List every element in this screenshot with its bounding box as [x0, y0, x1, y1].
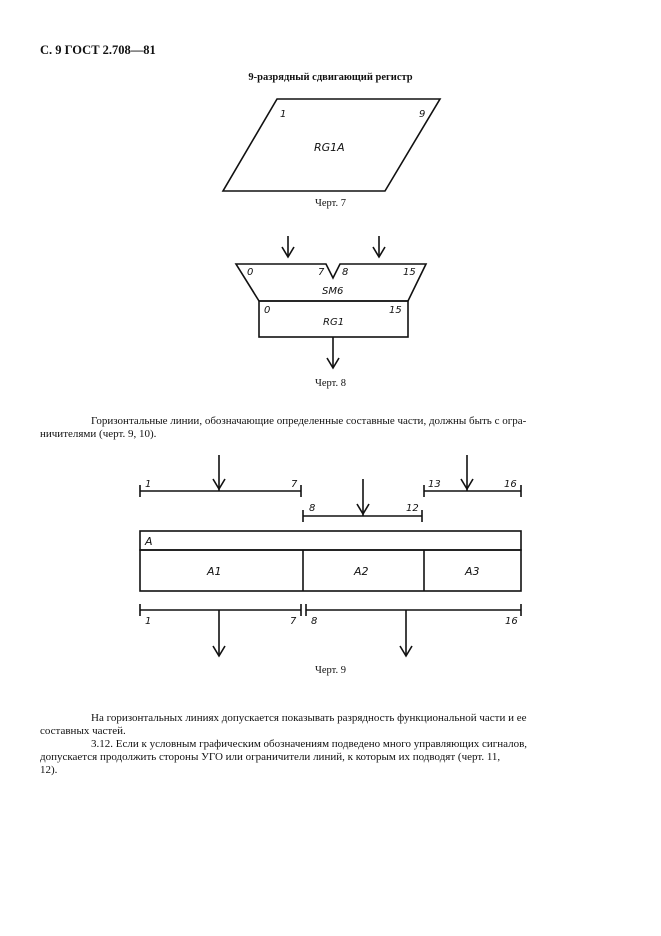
paragraph-3-line-3: 12). [40, 764, 58, 776]
paragraph-2-line-1: На горизонтальных линиях допускается пок… [91, 712, 527, 724]
register-label-0: 0 [264, 305, 270, 316]
register-parallelogram [221, 98, 442, 192]
page-header: С. 9 ГОСТ 2.708—81 [40, 43, 156, 57]
register-label-15: 15 [389, 305, 402, 316]
paragraph-3-line-1: 3.12. Если к условным графическим обозна… [91, 738, 528, 750]
top-seg2-end: 12 [406, 503, 419, 514]
adder-label-8: 8 [342, 267, 348, 278]
bottom-seg1-start: 1 [145, 616, 151, 627]
label-bit-1: 1 [280, 109, 286, 120]
cell-label-a1: A1 [206, 565, 222, 578]
adder-label-0: 0 [247, 267, 253, 278]
top-seg1-end: 7 [291, 479, 298, 490]
paragraph-2-line-2: составных частей. [40, 725, 126, 737]
box-a-body [139, 549, 522, 592]
label-rg1a: RG1A [314, 141, 345, 154]
top-seg1-start: 1 [145, 479, 151, 490]
paragraph-3-12: 3.12. Если к условным графическим обозна… [40, 738, 603, 777]
paragraph-1-line-2: ничителями (черт. 9, 10). [40, 428, 157, 440]
label-bit-9: 9 [419, 109, 425, 120]
paragraph-bit-width: На горизонтальных линиях допускается пок… [40, 712, 603, 738]
box-label-a: A [144, 535, 153, 548]
bottom-seg1-end: 7 [290, 616, 297, 627]
paragraph-3-line-2: допускается продолжить стороны УГО или о… [40, 751, 501, 763]
paragraph-horizontal-lines: Горизонтальные линии, обозначающие опред… [40, 415, 603, 441]
adder-label-sm6: SM6 [322, 286, 343, 297]
figure-9-caption: Черт. 9 [315, 665, 346, 676]
figure-8-adder-register: 0 7 8 15 SM6 0 15 RG1 [234, 236, 428, 370]
adder-label-15: 15 [403, 267, 416, 278]
figure-9-delimited-lines: 1 7 8 12 13 16 A A1 A2 A3 1 7 [139, 455, 522, 658]
figure-7-title: 9-разрядный сдвигающий регистр [248, 72, 413, 83]
cell-label-a3: A3 [464, 565, 480, 578]
cell-label-a2: A2 [353, 565, 369, 578]
bottom-seg2-end: 16 [505, 616, 518, 627]
figure-7-caption: Черт. 7 [315, 198, 346, 209]
bottom-seg2-start: 8 [311, 616, 317, 627]
top-seg3-end: 16 [504, 479, 517, 490]
top-seg2-start: 8 [309, 503, 315, 514]
figure-7-register: 1 9 RG1A [221, 98, 442, 192]
register-label-rg1: RG1 [323, 317, 344, 328]
box-a-header [139, 530, 522, 551]
adder-label-7: 7 [318, 267, 325, 278]
figure-8-caption: Черт. 8 [315, 378, 346, 389]
top-seg3-start: 13 [428, 479, 441, 490]
paragraph-1-line-1: Горизонтальные линии, обозначающие опред… [91, 415, 527, 427]
